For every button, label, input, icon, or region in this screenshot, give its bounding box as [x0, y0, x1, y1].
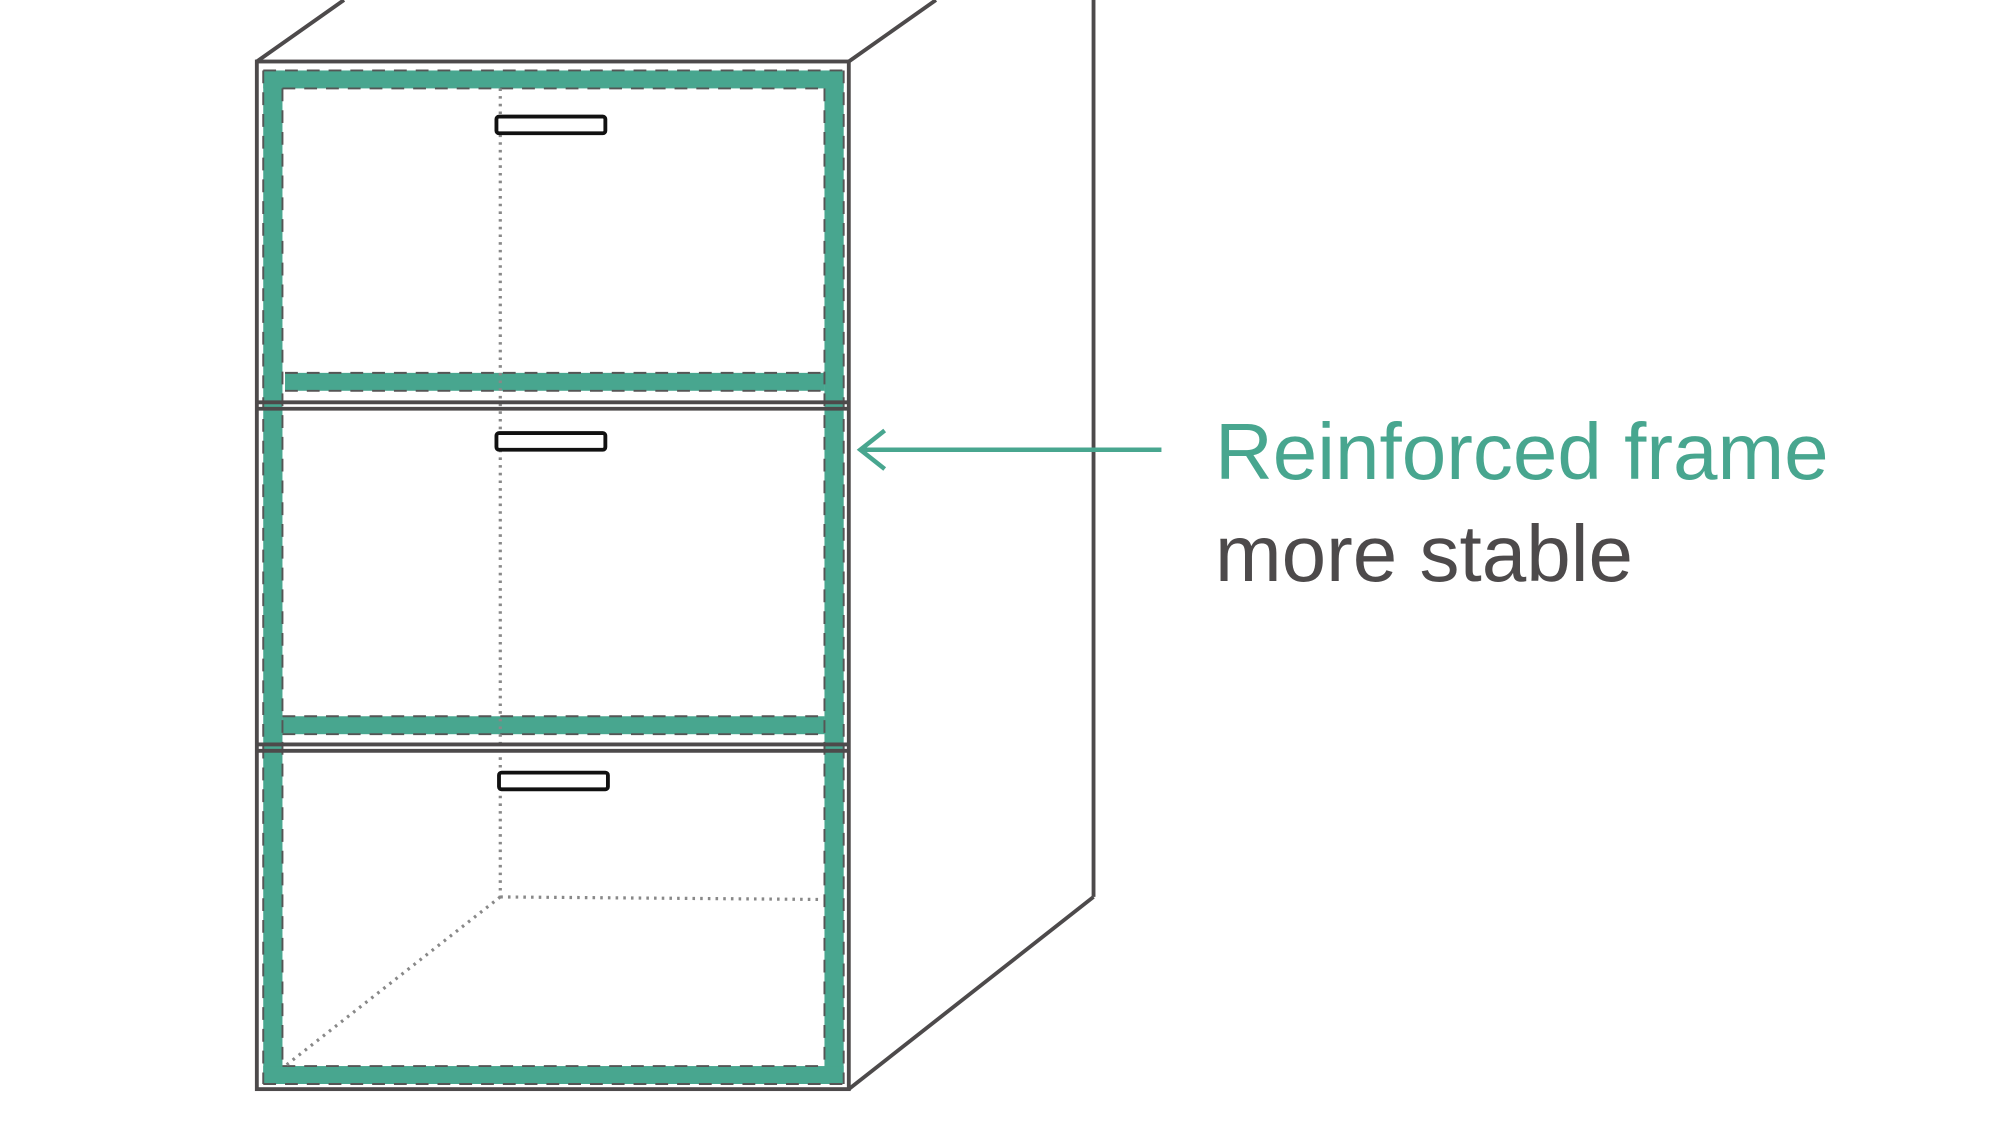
drawer-handle-middle	[494, 431, 608, 452]
drawer-handle-bottom	[497, 770, 610, 792]
hidden-edges	[284, 88, 824, 1068]
arrow-left-icon	[856, 428, 1162, 471]
cabinet-front	[254, 59, 851, 1092]
annotation-title: Reinforced frame	[1215, 407, 1829, 496]
drawer-handles	[494, 114, 610, 792]
annotation-subtitle: more stable	[1215, 509, 1633, 598]
reinforced-frame	[263, 70, 844, 1084]
frame-dashes	[262, 69, 845, 1085]
drawer-handle-top	[494, 114, 608, 136]
cabinet-outline	[255, 0, 1096, 1091]
